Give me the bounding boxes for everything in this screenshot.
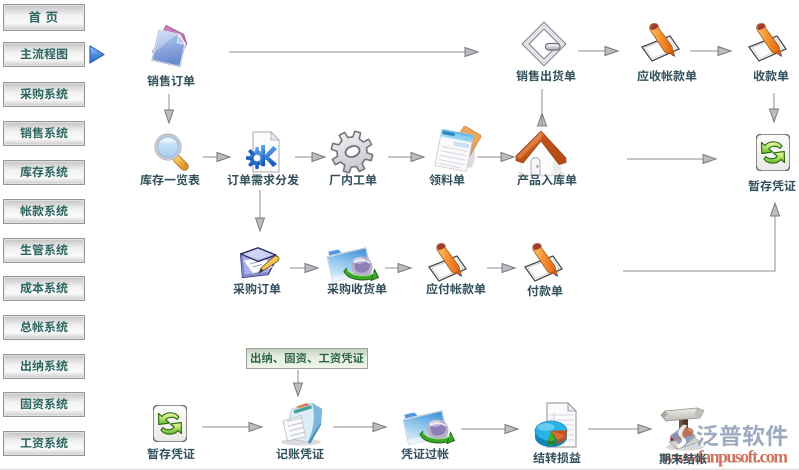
svg-text:www.fanpusoft.com: www.fanpusoft.com	[662, 447, 788, 467]
